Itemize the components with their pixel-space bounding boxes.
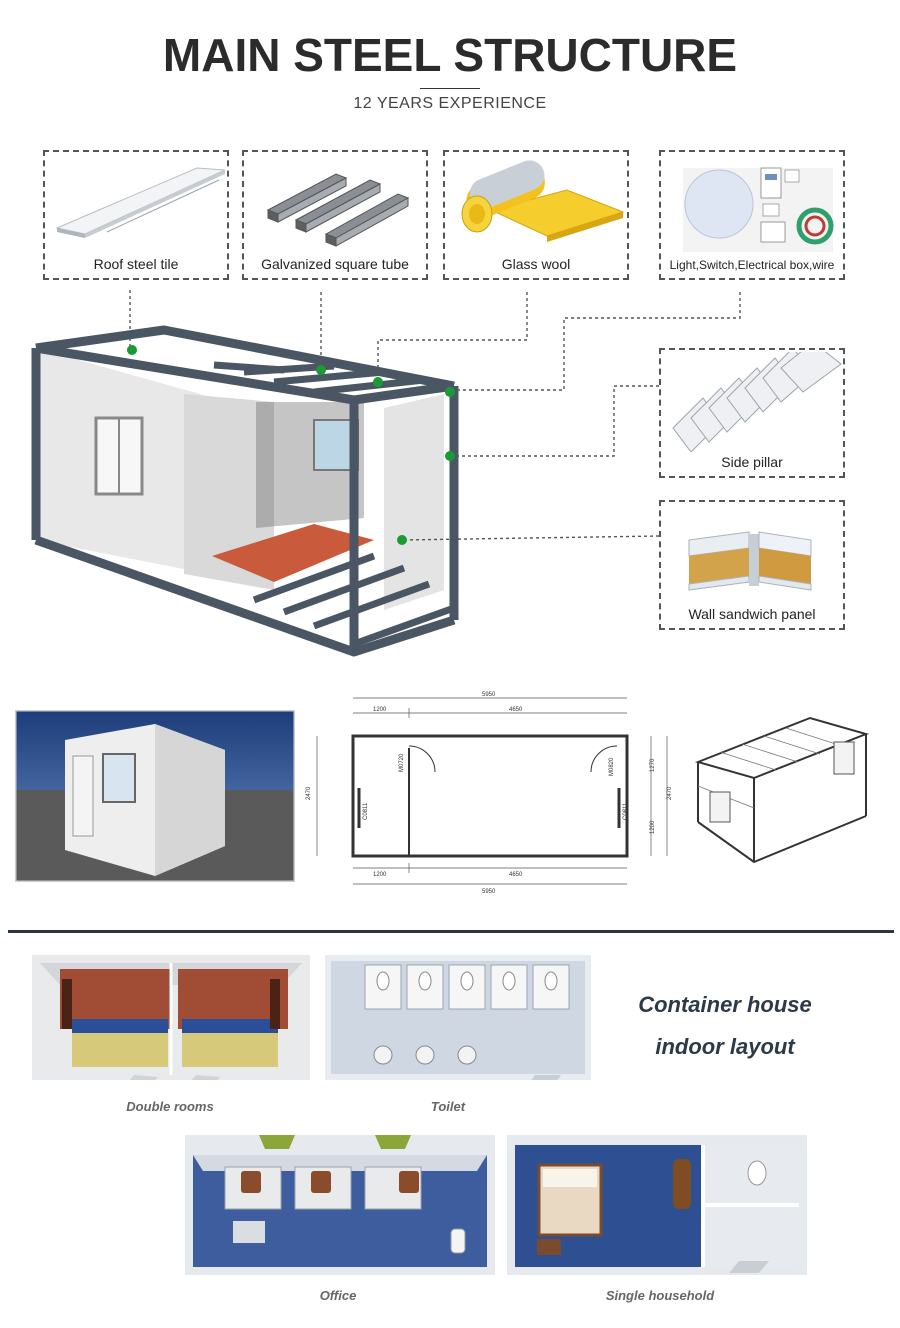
side-wall-panel	[384, 394, 444, 610]
leader-lines	[129, 290, 741, 541]
wireframe-drawing	[694, 716, 870, 864]
component-box-electrical: Light,Switch,Electrical box,wire	[659, 150, 845, 280]
dim-right-lower: 1200	[650, 820, 656, 834]
component-box-roof-steel-tile: Roof steel tile	[43, 150, 229, 280]
dim-bottom-right: 4650	[509, 872, 523, 878]
layout-heading-line1: Container house	[638, 992, 812, 1017]
title-divider	[420, 88, 480, 89]
square-tube-icon	[266, 173, 410, 247]
component-label: Glass wool	[501, 256, 571, 272]
room-caption-toilet: Toilet	[430, 1099, 466, 1114]
single-household-render	[507, 1135, 807, 1275]
sandwich-panel-icon	[688, 531, 812, 591]
component-box-galvanized-square-tube: Galvanized square tube	[242, 150, 428, 280]
component-label: Galvanized square tube	[261, 256, 409, 272]
steel-structure-illustration	[31, 290, 741, 657]
window-label-right: C0811	[623, 802, 629, 820]
component-label: Light,Switch,Electrical box,wire	[669, 258, 835, 272]
component-label: Roof steel tile	[93, 256, 179, 272]
page-subtitle: 12 YEARS EXPERIENCE	[353, 95, 547, 112]
dim-top-left: 1200	[373, 707, 387, 713]
dim-bottom-left: 1200	[373, 872, 387, 878]
dim-total-bottom: 5950	[482, 889, 496, 895]
layout-heading-line2: indoor layout	[655, 1034, 795, 1059]
component-box-wall-sandwich-panel: Wall sandwich panel	[659, 500, 845, 630]
floor-plan-drawing: 5950 1200 4650 1200 4650 5950 2470 2470 …	[306, 692, 673, 895]
double-rooms-render	[32, 955, 310, 1080]
door-label-right: M0820	[609, 757, 615, 776]
floor-beams	[252, 552, 456, 648]
room-caption-office: Office	[319, 1288, 357, 1303]
component-box-glass-wool: Glass wool	[443, 150, 629, 280]
room-caption-single-household: Single household	[605, 1288, 715, 1303]
dim-total-top: 5950	[482, 692, 496, 698]
component-label: Wall sandwich panel	[688, 606, 816, 622]
dim-left-height: 2470	[306, 786, 312, 800]
electrical-kit-icon	[683, 167, 834, 252]
office-render	[185, 1135, 495, 1275]
section-divider	[8, 930, 894, 933]
dim-right-upper: 1270	[650, 758, 656, 772]
component-label: Side pillar	[721, 454, 783, 470]
room-caption-double-rooms: Double rooms	[126, 1099, 214, 1114]
door-label-left: M0720	[399, 753, 405, 772]
dim-right-height: 2470	[667, 786, 673, 800]
side-pillar-icon	[672, 352, 842, 452]
interior-shadow	[184, 394, 274, 590]
window-label-left: C0811	[363, 802, 369, 820]
page-title: MAIN STEEL STRUCTURE	[162, 29, 738, 81]
wood-floor	[212, 524, 374, 582]
dim-top-right: 4650	[509, 707, 523, 713]
component-box-side-pillar: Side pillar	[659, 348, 845, 478]
callout-dots	[127, 345, 455, 545]
toilet-render	[325, 955, 591, 1080]
container-photo	[15, 710, 295, 882]
glass-wool-roll-icon	[461, 160, 625, 242]
roof-tile-icon	[55, 167, 226, 238]
